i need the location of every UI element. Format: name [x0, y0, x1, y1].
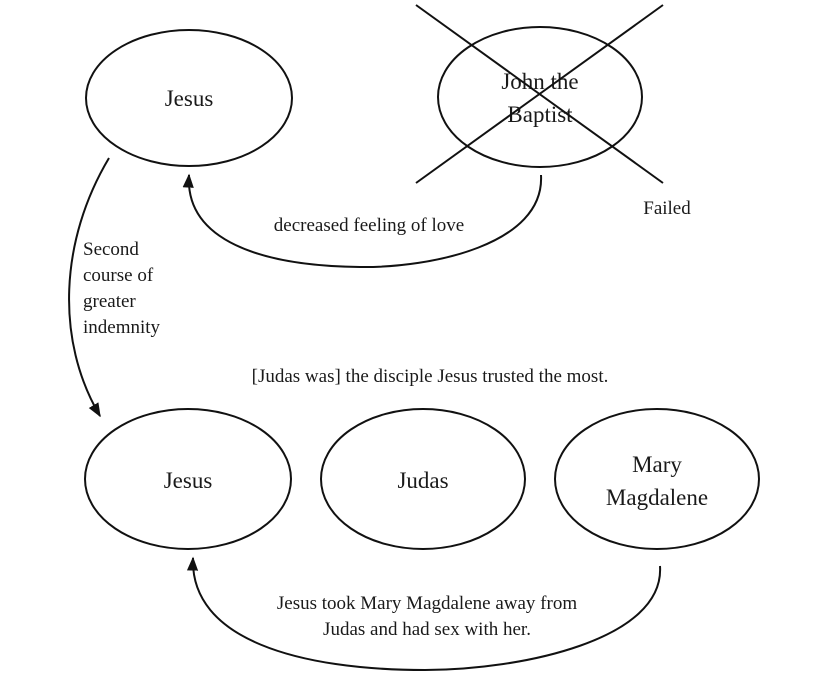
node-mary-magdalene-label-line2: Magdalene [606, 485, 708, 510]
failed-label: Failed [643, 198, 691, 219]
node-john-the-baptist-label-line2: Baptist [507, 102, 573, 127]
edge-label-decreased-love: decreased feeling of love [274, 215, 464, 236]
node-jesus-top-ellipse [85, 29, 293, 167]
second-course-line4: indemnity [83, 317, 161, 338]
edge-jesus-top-to-jesus-bottom [68, 157, 110, 418]
node-judas-label: Judas [397, 468, 448, 493]
node-jesus-bottom-ellipse [84, 408, 292, 550]
mary-taken-line2: Judas and had sex with her. [323, 619, 531, 640]
node-jesus-bottom-label: Jesus [164, 468, 213, 493]
node-john-the-baptist-ellipse [437, 26, 643, 168]
second-course-line2: course of [83, 265, 154, 286]
judas-trusted-label: [Judas was] the disciple Jesus trusted t… [252, 366, 609, 387]
node-john-the-baptist-label-line1: John the [501, 69, 578, 94]
node-judas-ellipse [320, 408, 526, 550]
mary-taken-line1: Jesus took Mary Magdalene away from [277, 593, 577, 614]
node-mary-magdalene-label-line1: Mary [632, 452, 682, 477]
node-jesus-bottom: Jesus [84, 408, 292, 550]
node-mary-magdalene-ellipse [554, 408, 760, 550]
node-mary-magdalene: Mary Magdalene [554, 408, 760, 550]
cross-out-line-2 [415, 4, 664, 184]
node-jesus-top-label: Jesus [165, 86, 214, 111]
second-course-line3: greater [83, 291, 136, 312]
edge-label-second-course: Second course of greater indemnity [83, 239, 161, 338]
edge-john-to-jesus [182, 173, 543, 269]
node-judas: Judas [320, 408, 526, 550]
edge-mary-to-jesus [186, 556, 662, 672]
second-course-line1: Second [83, 239, 139, 260]
node-jesus-top: Jesus [85, 29, 293, 167]
node-john-the-baptist: John the Baptist [415, 4, 664, 184]
